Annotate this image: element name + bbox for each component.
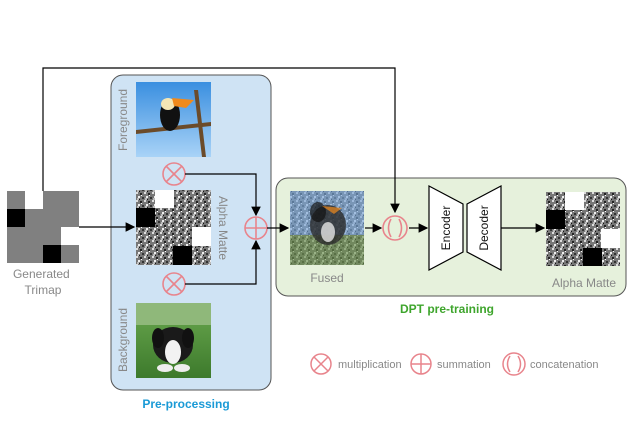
summation-operator — [244, 216, 268, 240]
summation-icon — [410, 353, 432, 375]
background-label: Background — [116, 308, 130, 372]
generated-trimap-label: Generated Trimap — [13, 267, 73, 297]
alpha-matte-input-image — [136, 190, 211, 265]
foreground-image — [136, 82, 211, 157]
legend-summation: summation — [410, 353, 491, 375]
foreground-label: Foreground — [116, 89, 130, 151]
legend-concatenation: concatenation — [502, 352, 599, 376]
preprocessing-title: Pre-processing — [142, 397, 229, 411]
multiplication-icon — [310, 353, 332, 375]
generated-trimap-image — [7, 191, 79, 263]
encoder-label: Encoder — [439, 206, 453, 251]
dpt-pretraining-title: DPT pre-training — [400, 302, 494, 316]
alpha-matte-output-image — [546, 192, 620, 266]
decoder-block — [466, 185, 502, 271]
svg-text:concatenation: concatenation — [530, 359, 599, 371]
encoder-block — [428, 185, 464, 271]
legend-multiplication: multiplication — [310, 353, 402, 375]
concatenation-operator — [382, 215, 408, 241]
concatenation-icon — [502, 352, 526, 376]
svg-text:summation: summation — [437, 359, 491, 371]
fused-image — [290, 191, 364, 265]
decoder-label: Decoder — [477, 205, 491, 250]
svg-text:multiplication: multiplication — [338, 359, 402, 371]
background-image — [136, 303, 211, 378]
alpha-matte-output-label: Alpha Matte — [552, 276, 616, 290]
connector-lines — [42, 67, 546, 285]
alpha-matte-vertical-label: Alpha Matte — [216, 196, 230, 260]
fused-label: Fused — [310, 271, 343, 285]
